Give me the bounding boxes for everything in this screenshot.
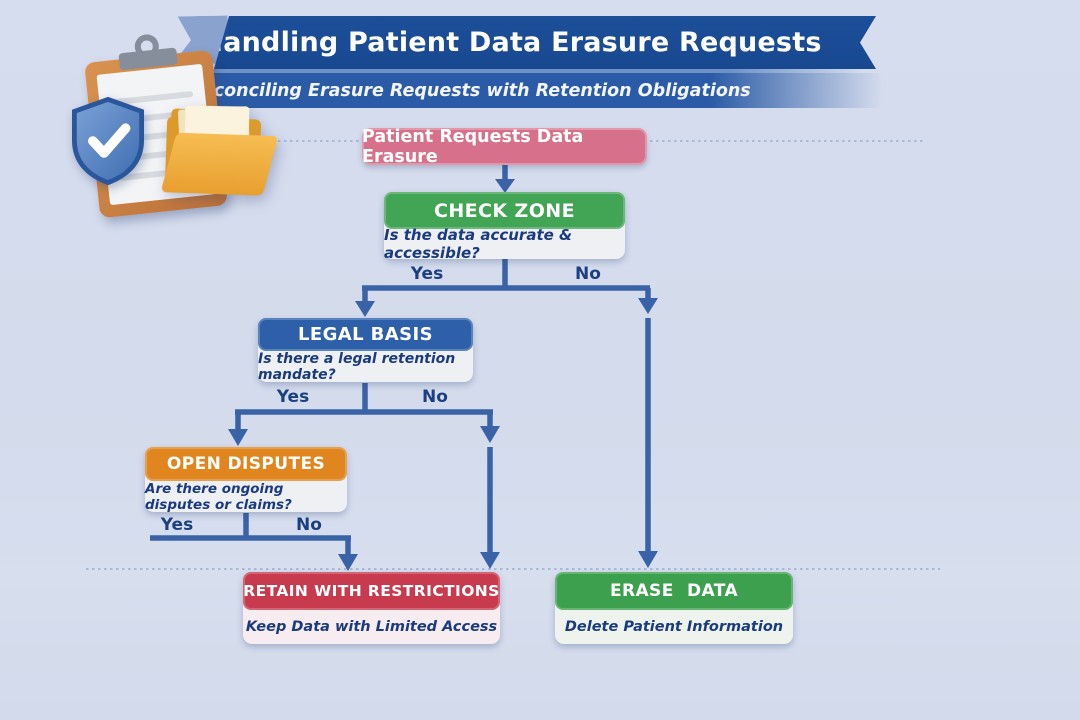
title-banner: Handling Patient Data Erasure Requests	[214, 16, 876, 69]
folder-icon	[158, 104, 279, 204]
shield-check-icon	[72, 96, 144, 186]
node-check-zone-question: Is the data accurate & accessible?	[384, 226, 573, 262]
branch-label-legalbasis-yes: Yes	[276, 387, 310, 407]
node-start-label: Patient Requests Data Erasure	[362, 126, 584, 167]
node-open-disputes-question: Are there ongoing disputes or claims?	[145, 480, 292, 513]
subtitle-banner: Reconciling Erasure Requests with Retent…	[200, 73, 890, 108]
branch-label-opendisputes-no: No	[296, 515, 322, 535]
node-erase-subtitle: Delete Patient Information	[564, 619, 784, 635]
node-retain-with-restrictions: RETAIN WITH RESTRICTIONS Keep Data with …	[243, 572, 500, 644]
node-erase-data: ERASE DATA Delete Patient Information	[555, 572, 793, 644]
banner-divider	[206, 69, 878, 73]
node-legal-basis-question: Is there a legal retention mandate?	[258, 350, 456, 383]
node-retain-title: RETAIN WITH RESTRICTIONS	[243, 572, 500, 610]
clipboard-illustration	[72, 33, 288, 226]
connector-lines	[150, 164, 651, 556]
node-check-zone-title: CHECK ZONE	[384, 192, 625, 229]
branch-label-checkzone-yes: Yes	[410, 264, 444, 284]
node-retain-subtitle: Keep Data with Limited Access	[245, 619, 498, 635]
branch-label-legalbasis-no: No	[422, 387, 448, 407]
node-legal-basis-title: LEGAL BASIS	[258, 318, 473, 351]
connector-arrowheads	[228, 179, 658, 571]
node-erase-title: ERASE DATA	[555, 572, 793, 610]
node-start: Patient Requests Data Erasure	[362, 126, 647, 167]
page-title: Handling Patient Data Erasure Requests	[200, 27, 822, 58]
node-open-disputes: OPEN DISPUTES Are there ongoing disputes…	[145, 447, 347, 513]
branch-label-checkzone-no: No	[575, 264, 601, 284]
page-subtitle: Reconciling Erasure Requests with Retent…	[189, 80, 751, 101]
node-check-zone: CHECK ZONE Is the data accurate & access…	[384, 192, 625, 262]
node-open-disputes-title: OPEN DISPUTES	[145, 447, 347, 481]
node-legal-basis: LEGAL BASIS Is there a legal retention m…	[258, 318, 473, 383]
branch-label-opendisputes-yes: Yes	[160, 515, 194, 535]
